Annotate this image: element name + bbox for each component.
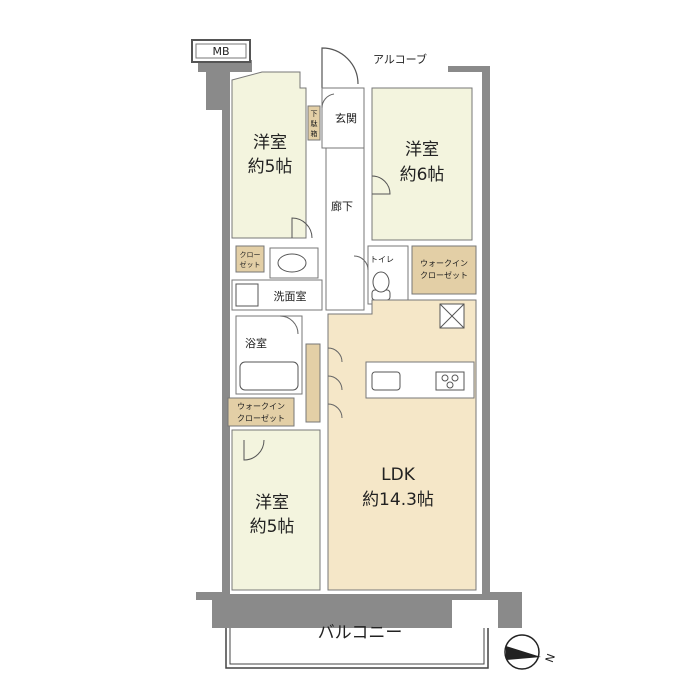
north-arrow: N	[504, 634, 558, 670]
bedroom-nw-name: 洋室	[253, 133, 287, 153]
bedroom-nw: 洋室 約5帖	[231, 71, 313, 239]
bathroom-label: 浴室	[245, 336, 267, 350]
bedroom-sw-size: 約5帖	[250, 517, 295, 537]
ldk-name: LDK	[381, 465, 416, 485]
wic-ne: ウォークイン クローゼット	[411, 245, 477, 295]
vanity	[269, 247, 319, 279]
north-label: N	[543, 652, 558, 664]
wic-w: ウォークイン クローゼット	[227, 397, 295, 427]
closet-small: クロー ゼット	[235, 245, 265, 273]
bedroom-sw: 洋室 約5帖	[231, 429, 321, 591]
wic-w-line-1: ウォークイン	[237, 402, 285, 411]
ldk-size: 約14.3帖	[362, 490, 434, 510]
closet-line-1: クロー	[240, 251, 261, 259]
balcony: バルコニー	[225, 623, 489, 669]
closet-line-2: ゼット	[240, 260, 261, 269]
shoe-box-char-3: 箱	[311, 129, 318, 138]
washroom-label: 洗面室	[274, 289, 307, 303]
washroom: 洗面室	[231, 279, 323, 311]
shoe-box-char-1: 下	[311, 110, 318, 118]
mb-box: MB	[191, 39, 251, 63]
storage-strip	[305, 343, 321, 423]
toilet-room: トイレ	[353, 245, 409, 305]
bathroom: 浴室	[235, 315, 303, 395]
bedroom-sw-name: 洋室	[255, 493, 289, 513]
bedroom-ne: 洋室 約6帖	[371, 87, 473, 241]
entrance: 玄関	[321, 87, 365, 149]
toilet-label: トイレ	[370, 255, 394, 264]
entry-door	[321, 47, 359, 88]
wic-w-line-2: クローゼット	[237, 413, 285, 423]
balcony-label: バルコニー	[318, 623, 403, 643]
shoe-box: 下 駄 箱	[307, 105, 321, 141]
alcove-label: アルコーブ	[373, 52, 427, 66]
corridor: 廊下	[325, 147, 365, 311]
wic-ne-line-2: クローゼット	[420, 270, 468, 280]
entrance-label: 玄関	[335, 111, 357, 125]
bedroom-nw-size: 約5帖	[248, 157, 293, 177]
wic-ne-line-1: ウォークイン	[420, 259, 468, 268]
bedroom-ne-size: 約6帖	[400, 165, 445, 185]
ldk: LDK 約14.3帖	[327, 299, 477, 591]
mb-label: MB	[212, 45, 229, 58]
shoe-box-char-2: 駄	[311, 119, 318, 128]
corridor-label: 廊下	[331, 199, 353, 213]
bedroom-ne-name: 洋室	[405, 140, 439, 160]
